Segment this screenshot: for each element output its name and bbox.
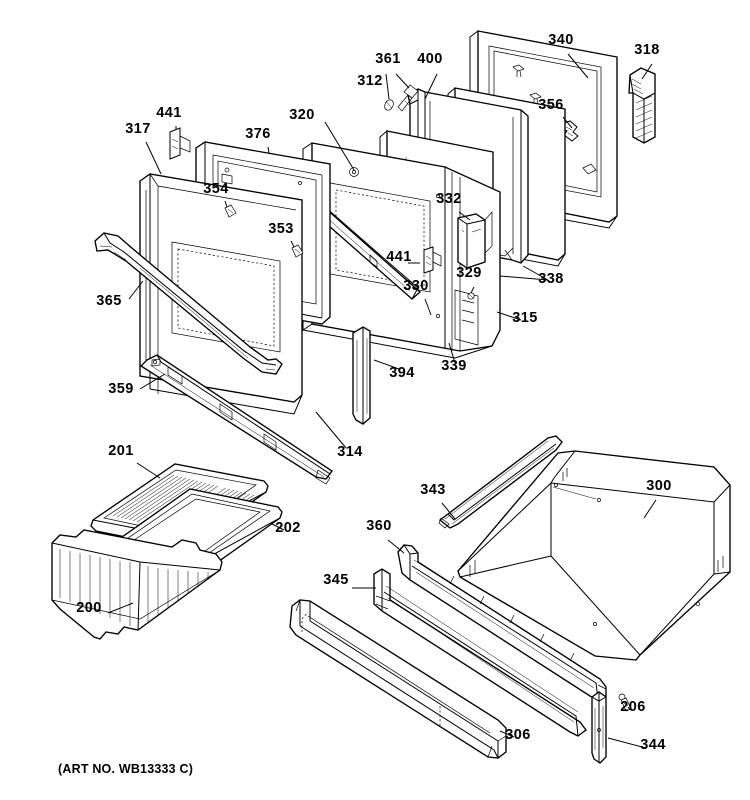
callout-343: 343	[420, 482, 445, 498]
callout-200: 200	[76, 600, 101, 616]
callout-345: 345	[323, 572, 348, 588]
part-365-handle	[94, 232, 283, 375]
callout-361: 361	[375, 51, 400, 67]
callout-202: 202	[275, 520, 300, 536]
leader-330	[424, 298, 432, 316]
part-360-frame-rail	[397, 544, 607, 701]
leader-361	[395, 73, 410, 89]
part-320-pivot	[324, 121, 359, 177]
part-312-screw	[384, 99, 394, 111]
callout-394: 394	[389, 365, 414, 381]
leader-314	[315, 411, 347, 449]
leader-329	[470, 286, 475, 294]
leader-332	[458, 211, 471, 221]
part-344-bracket	[591, 691, 607, 764]
callout-338: 338	[538, 271, 563, 287]
part-394-trim-strip	[352, 326, 371, 425]
callout-359: 359	[108, 381, 133, 397]
leader-394	[373, 359, 400, 370]
leader-338	[499, 265, 549, 281]
callout-376: 376	[245, 126, 270, 142]
leader-365	[128, 280, 144, 300]
callout-306: 306	[505, 727, 530, 743]
leader-300	[643, 499, 657, 519]
part-345-frame-rail	[373, 568, 587, 737]
callout-labels: 361 312 400 340 318 356 320 441 317 376 …	[76, 32, 671, 753]
leader-317	[145, 141, 162, 175]
callout-317: 317	[125, 121, 150, 137]
leader-315	[496, 311, 522, 321]
callout-340: 340	[548, 32, 573, 48]
leader-318	[641, 63, 653, 80]
leader-354	[224, 200, 228, 208]
leader-360	[387, 539, 405, 554]
part-300-drawer-box	[457, 450, 731, 661]
part-359-rail	[139, 354, 333, 485]
part-354-screw	[224, 204, 237, 218]
callout-330: 330	[403, 278, 428, 294]
callout-314: 314	[337, 444, 362, 460]
leader-201	[136, 462, 161, 479]
leader-202	[271, 523, 285, 531]
leader-356	[562, 116, 573, 129]
callout-201: 201	[108, 443, 133, 459]
callout-353: 353	[268, 221, 293, 237]
leader-312	[385, 73, 390, 100]
callout-206: 206	[620, 699, 645, 715]
part-353-screw	[291, 244, 304, 258]
callout-365: 365	[96, 293, 121, 309]
callout-441-mid: 441	[386, 249, 411, 265]
leader-343	[441, 502, 456, 520]
callout-320: 320	[289, 107, 314, 123]
leader-200	[107, 602, 134, 614]
callout-354: 354	[203, 181, 228, 197]
callout-312: 312	[357, 73, 382, 89]
part-200-oven-rack	[51, 529, 223, 640]
part-343-slide	[438, 435, 563, 529]
leader-339	[448, 342, 456, 364]
callout-329: 329	[456, 265, 481, 281]
part-318-trim	[628, 67, 656, 144]
callout-441-top: 441	[156, 105, 181, 121]
part-329-screw	[467, 292, 475, 300]
leader-340	[567, 53, 589, 79]
callout-356: 356	[538, 97, 563, 113]
callout-315: 315	[512, 310, 537, 326]
part-315-door-liner	[302, 142, 501, 359]
leader-353	[290, 240, 295, 248]
callout-332: 332	[436, 191, 461, 207]
part-441-bracket-right	[423, 246, 442, 274]
part-314-door-panel	[139, 173, 303, 415]
art-number: (ART NO. WB13333 C)	[58, 762, 193, 776]
callout-344: 344	[640, 737, 665, 753]
leader-344	[607, 737, 647, 749]
callout-360: 360	[366, 518, 391, 534]
callout-318: 318	[634, 42, 659, 58]
leader-359	[139, 373, 166, 390]
leader-400	[424, 73, 438, 100]
callout-300: 300	[646, 478, 671, 494]
part-332-latch	[457, 211, 493, 269]
part-441-bracket-left	[169, 127, 191, 160]
leader-206	[627, 706, 631, 711]
leader-306	[499, 730, 515, 738]
callout-339: 339	[441, 358, 466, 374]
part-306-drawer-front	[289, 599, 507, 759]
callout-400: 400	[417, 51, 442, 67]
